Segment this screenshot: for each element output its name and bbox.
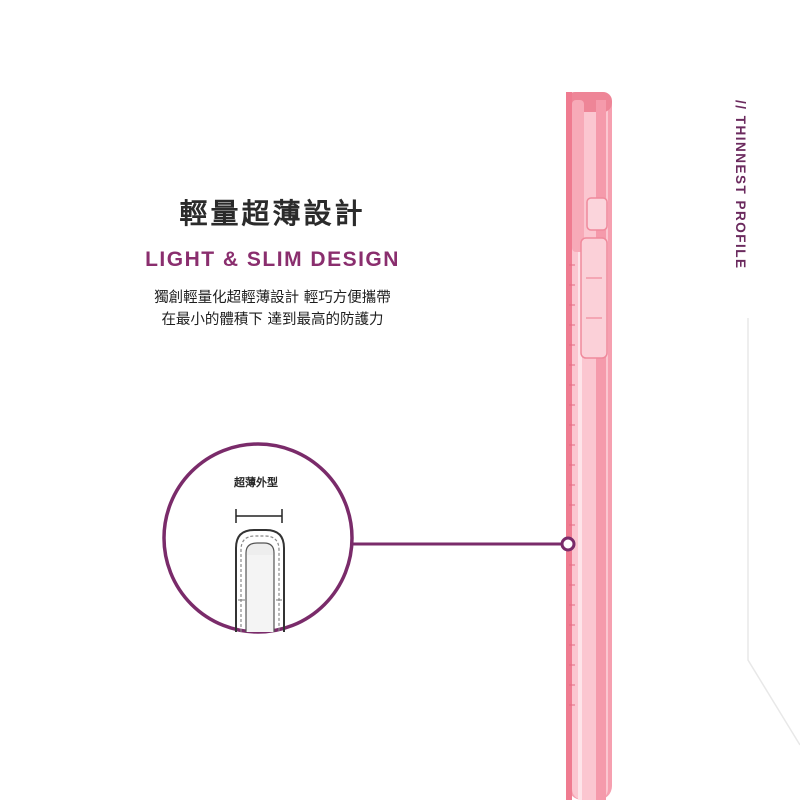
volume-buttons <box>580 237 608 359</box>
side-tag-thinnest-profile: // THINNEST PROFILE <box>733 100 748 270</box>
callout-label: 超薄外型 <box>234 476 278 489</box>
decorative-edge-line <box>747 318 800 746</box>
feature-description: 獨創輕量化超輕薄設計 輕巧方便攜帶 在最小的體積下 達到最高的防護力 <box>0 287 545 331</box>
description-line-2: 在最小的體積下 達到最高的防護力 <box>161 312 384 328</box>
phone-case-side-view <box>566 92 612 800</box>
description-line-1: 獨創輕量化超輕薄設計 輕巧方便攜帶 <box>154 290 391 306</box>
power-button <box>586 197 608 231</box>
feature-title-english: LIGHT & SLIM DESIGN <box>145 248 400 271</box>
case-cross-section <box>235 509 285 632</box>
callout-anchor-dot <box>560 536 576 552</box>
feature-title-chinese: 輕量超薄設計 <box>179 197 366 230</box>
